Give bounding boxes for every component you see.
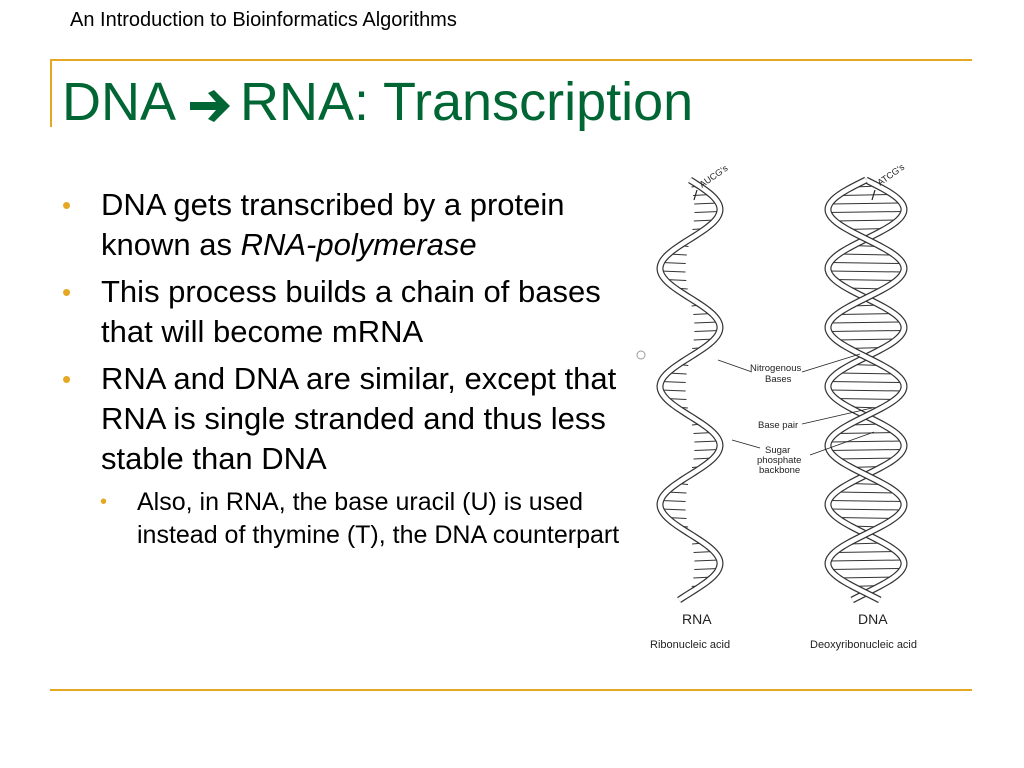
title-left: DNA (62, 72, 177, 132)
dna-helix (824, 176, 908, 604)
dna-caption: Deoxyribonucleic acid (810, 639, 917, 651)
rna-label: RNA (682, 611, 712, 627)
base-rung (829, 321, 903, 324)
helix-diagram: AUCG's ATCG's Nitrogenous Bases Base pai… (636, 162, 917, 651)
title-right: RNA: Transcription (240, 72, 694, 132)
base-rung (829, 440, 903, 443)
bullet-text: DNA gets transcribed by a protein known … (101, 187, 565, 262)
backbone-strand-a-inner (825, 177, 907, 603)
callout-line (731, 439, 761, 449)
base-rung (694, 330, 720, 332)
base-rung (694, 449, 720, 451)
base-rung (836, 491, 896, 494)
base-rung (694, 568, 719, 570)
dna-top-label: ATCG's (875, 162, 906, 188)
slide-title: DNA RNA: Transcription (62, 72, 693, 136)
dna-label: DNA (858, 611, 888, 627)
callout-line (801, 353, 861, 373)
callout-base-pair: Base pair (758, 420, 798, 431)
dna-top-arrow (871, 189, 876, 201)
base-rung (838, 253, 894, 256)
callout-line (801, 407, 873, 425)
base-rung (828, 270, 904, 273)
bullet-emphasis: RNA-polymerase (240, 227, 477, 262)
callout-backbone: backbone (759, 465, 800, 476)
base-rung (837, 372, 895, 375)
base-rung (660, 508, 686, 511)
base-rung (694, 321, 719, 324)
top-rule (50, 59, 972, 61)
base-rung (835, 551, 897, 553)
base-rung (660, 500, 686, 502)
base-rung (660, 270, 686, 273)
bottom-rule (50, 689, 972, 691)
bullet-item-1: • DNA gets transcribed by a protein know… (62, 185, 622, 265)
course-header: An Introduction to Bioinformatics Algori… (70, 9, 457, 31)
base-rung (660, 389, 686, 392)
base-rung (830, 202, 902, 205)
base-rung (828, 449, 904, 451)
bullet-dot: • (62, 190, 72, 220)
base-rung (829, 381, 903, 383)
base-rung (661, 381, 686, 383)
rna-top-arrow (693, 189, 698, 201)
base-rung (833, 219, 899, 222)
rna-caption: Ribonucleic acid (650, 639, 730, 651)
backbone-strand-a-inner (657, 178, 723, 602)
callout-nitrogenous: Nitrogenous (750, 363, 801, 374)
callout-line (717, 359, 753, 373)
base-rung (828, 389, 904, 392)
rna-dna-figure: AUCG's ATCG's Nitrogenous Bases Base pai… (632, 150, 968, 670)
callout-sugar: Sugar (765, 445, 790, 456)
base-rung (661, 262, 686, 264)
base-rung (829, 568, 903, 570)
base-rung (835, 398, 897, 400)
bullet-text: This process builds a chain of bases tha… (101, 274, 601, 349)
callout-bases: Bases (765, 374, 792, 385)
base-rung (834, 279, 898, 281)
right-arrow-icon (188, 76, 232, 136)
rna-top-label: AUCG's (697, 163, 730, 190)
base-rung (694, 211, 720, 213)
bullet-item-3: • RNA and DNA are similar, except that R… (62, 359, 622, 479)
base-rung (694, 559, 720, 562)
sub-bullet-text: Also, in RNA, the base uracil (U) is use… (137, 488, 620, 549)
base-rung (834, 338, 898, 341)
base-rung (828, 211, 904, 213)
callout-line (809, 431, 875, 456)
backbone-strand-b-inner (825, 177, 907, 603)
base-rung (828, 330, 904, 332)
base-rung (836, 517, 896, 519)
base-rung (828, 559, 904, 562)
bullet-dot: • (62, 277, 72, 307)
sub-bullet-dot: • (100, 491, 108, 513)
rna-helix (656, 177, 724, 603)
small-circle-mark (636, 350, 646, 360)
base-rung (828, 500, 904, 502)
title-side-rule (50, 59, 52, 127)
bullet-dot: • (62, 364, 72, 394)
base-rung (829, 508, 903, 511)
base-rung (839, 194, 893, 196)
base-rung (837, 576, 895, 579)
bullet-text: RNA and DNA are similar, except that RNA… (101, 361, 617, 476)
bullet-list: • DNA gets transcribed by a protein know… (62, 185, 622, 552)
base-rung (836, 457, 896, 460)
sub-bullet-item: • Also, in RNA, the base uracil (U) is u… (62, 486, 622, 552)
callout-phosphate: phosphate (757, 455, 801, 466)
base-rung (838, 313, 894, 315)
base-rung (694, 440, 720, 443)
base-rung (829, 262, 903, 264)
base-rung (836, 432, 896, 434)
bullet-item-2: • This process builds a chain of bases t… (62, 272, 622, 352)
